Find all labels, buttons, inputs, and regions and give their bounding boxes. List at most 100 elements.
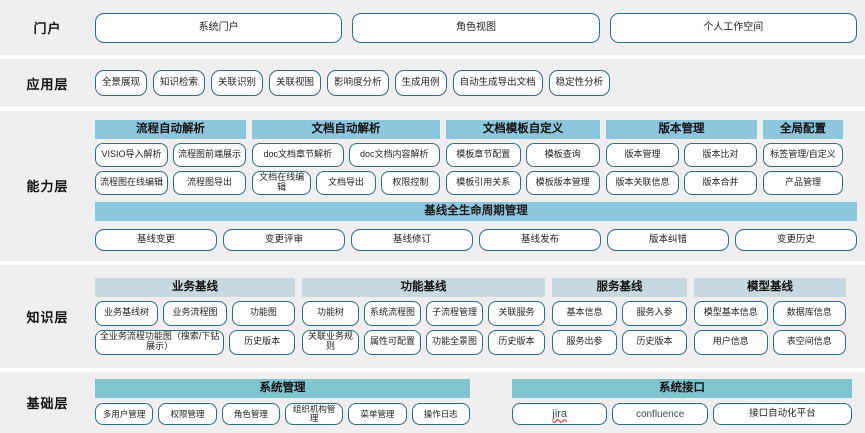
- foundation-row: 多用户管理 权限管理 角色管理 组织机构管理 菜单管理 操作日志: [95, 403, 470, 426]
- know-button-history-version-business[interactable]: 历史版本: [229, 329, 295, 355]
- lifecycle-button-group: 基线变更 变更评审 基线修订 基线发布 版本纠错 变更历史: [95, 229, 857, 252]
- application-button-group: 全景展现 知识检索 关联识别 关联视图 影响度分析 生成用例 自动生成导出文档 …: [95, 70, 865, 97]
- know-button-function-panorama[interactable]: 功能全景图: [426, 329, 483, 355]
- cap-button-flowchart-online-edit[interactable]: 流程图在线编辑: [95, 171, 168, 196]
- cap-button-tag-mgmt-custom[interactable]: 标签管理/自定义: [763, 143, 843, 168]
- know-button-related-business-rule[interactable]: 关联业务规则: [302, 329, 359, 355]
- cap-button-visio-import-parse[interactable]: VISIO导入解析: [95, 143, 168, 168]
- portal-button-personal-workspace[interactable]: 个人工作空间: [609, 12, 857, 43]
- know-button-basic-info[interactable]: 基本信息: [552, 300, 617, 326]
- know-button-business-flowchart[interactable]: 业务流程图: [163, 300, 227, 326]
- knowledge-row: 服务出参 历史版本: [552, 329, 687, 355]
- capability-group-title-global-config: 全局配置: [763, 120, 843, 140]
- portal-button-role-view[interactable]: 角色视图: [352, 12, 600, 43]
- foundation-group-list: 系统管理 多用户管理 权限管理 角色管理 组织机构管理 菜单管理 操作日志 系统…: [95, 379, 865, 426]
- base-button-confluence[interactable]: confluence: [612, 403, 708, 426]
- know-button-history-version-service[interactable]: 历史版本: [622, 329, 687, 355]
- app-button-relation-view[interactable]: 关联视图: [269, 70, 322, 97]
- cap-button-product-mgmt[interactable]: 产品管理: [763, 171, 843, 196]
- capability-group-title-doc-parsing: 文档自动解析: [252, 120, 440, 140]
- layer-label-capability: 能力层: [26, 179, 69, 195]
- portal-button-group: 系统门户 角色视图 个人工作空间: [95, 12, 865, 43]
- cap-button-doc-chapter-parse[interactable]: doc文档章节解析: [252, 143, 344, 168]
- know-button-system-flowchart[interactable]: 系统流程图: [364, 300, 421, 326]
- lifecycle-button-version-correction[interactable]: 版本纠错: [607, 229, 729, 252]
- know-button-business-baseline-tree[interactable]: 业务基线树: [95, 300, 159, 326]
- base-button-operation-log[interactable]: 操作日志: [411, 403, 470, 426]
- app-button-knowledge-search[interactable]: 知识检索: [153, 70, 206, 97]
- jira-label: jira: [552, 408, 568, 421]
- lifecycle-button-baseline-change[interactable]: 基线变更: [95, 229, 217, 252]
- cap-button-doc-online-edit[interactable]: 文档在线编辑: [252, 171, 312, 196]
- capability-group-global-config: 全局配置 标签管理/自定义 产品管理: [763, 120, 843, 196]
- cap-button-doc-export[interactable]: 文档导出: [316, 171, 376, 196]
- knowledge-row: 用户信息 表空间信息: [694, 329, 846, 355]
- base-button-permission-mgmt[interactable]: 权限管理: [158, 403, 217, 426]
- layer-row-application: 应用层 全景展现 知识检索 关联识别 关联视图 影响度分析 生成用例 自动生成导…: [0, 59, 865, 107]
- cap-button-template-version-mgmt[interactable]: 模板版本管理: [525, 171, 600, 196]
- cap-button-version-relation-info[interactable]: 版本关联信息: [606, 171, 679, 196]
- know-button-user-info[interactable]: 用户信息: [694, 329, 768, 355]
- layer-row-knowledge: 知识层 业务基线 业务基线树 业务流程图 功能图 全业务流程功能图（搜索/下钻展…: [0, 264, 865, 368]
- know-button-service-input-param[interactable]: 服务入参: [622, 300, 687, 326]
- app-button-impact-analysis[interactable]: 影响度分析: [327, 70, 389, 97]
- know-button-model-basic-info[interactable]: 模型基本信息: [694, 300, 768, 326]
- cap-button-template-query[interactable]: 模板查询: [525, 143, 600, 168]
- know-button-subprocess-mgmt[interactable]: 子流程管理: [426, 300, 483, 326]
- know-button-configurable-attribute[interactable]: 属性可配置: [364, 329, 421, 355]
- know-button-full-business-flow-function-map[interactable]: 全业务流程功能图（搜索/下钻展示）: [95, 329, 225, 355]
- know-button-function-tree[interactable]: 功能树: [302, 300, 359, 326]
- lifecycle-button-baseline-revision[interactable]: 基线修订: [351, 229, 473, 252]
- knowledge-row: 模型基本信息 数据库信息: [694, 300, 846, 326]
- knowledge-group-title-business-baseline: 业务基线: [95, 277, 295, 297]
- knowledge-group-title-model-baseline: 模型基线: [694, 277, 846, 297]
- cap-button-version-manage[interactable]: 版本管理: [606, 143, 679, 168]
- foundation-group-system-management: 系统管理 多用户管理 权限管理 角色管理 组织机构管理 菜单管理 操作日志: [95, 379, 470, 426]
- capability-group-flow-parsing: 流程自动解析 VISIO导入解析 流程图前端展示 流程图在线编辑 流程图导出: [95, 120, 246, 196]
- cap-button-template-chapter-config[interactable]: 模板章节配置: [446, 143, 521, 168]
- lifecycle-button-change-history[interactable]: 变更历史: [735, 229, 857, 252]
- know-button-history-version-function[interactable]: 历史版本: [488, 329, 545, 355]
- cap-button-template-reference[interactable]: 模板引用关系: [446, 171, 521, 196]
- app-button-generate-usecase[interactable]: 生成用例: [394, 70, 447, 97]
- capability-group-version-mgmt: 版本管理 版本管理 版本比对 版本关联信息 版本合并: [606, 120, 757, 196]
- app-button-stability-analysis[interactable]: 稳定性分析: [548, 70, 611, 97]
- cap-button-version-merge[interactable]: 版本合并: [684, 171, 757, 196]
- knowledge-group-business-baseline: 业务基线 业务基线树 业务流程图 功能图 全业务流程功能图（搜索/下钻展示） 历…: [95, 277, 295, 355]
- app-button-relation-recognition[interactable]: 关联识别: [211, 70, 264, 97]
- knowledge-group-title-function-baseline: 功能基线: [302, 277, 545, 297]
- capability-group-title-version-mgmt: 版本管理: [606, 120, 757, 140]
- knowledge-row: 基本信息 服务入参: [552, 300, 687, 326]
- cap-button-flowchart-export[interactable]: 流程图导出: [173, 171, 246, 196]
- base-button-org-structure-mgmt[interactable]: 组织机构管理: [284, 403, 344, 426]
- knowledge-row: 功能树 系统流程图 子流程管理 关联服务: [302, 300, 545, 326]
- base-button-menu-mgmt[interactable]: 菜单管理: [348, 403, 407, 426]
- know-button-tablespace-info[interactable]: 表空间信息: [772, 329, 846, 355]
- app-button-panorama[interactable]: 全景展现: [95, 70, 148, 97]
- app-button-auto-export-doc[interactable]: 自动生成导出文档: [452, 70, 543, 97]
- layer-label-knowledge: 知识层: [26, 309, 69, 325]
- cap-button-doc-content-parse[interactable]: doc文档内容解析: [348, 143, 440, 168]
- lifecycle-button-baseline-release[interactable]: 基线发布: [479, 229, 601, 252]
- base-button-multi-user-mgmt[interactable]: 多用户管理: [95, 403, 154, 426]
- base-button-role-mgmt[interactable]: 角色管理: [221, 403, 280, 426]
- base-button-jira[interactable]: jira: [512, 403, 608, 426]
- cap-button-version-compare[interactable]: 版本比对: [684, 143, 757, 168]
- know-button-service-output-param[interactable]: 服务出参: [552, 329, 617, 355]
- know-button-related-service[interactable]: 关联服务: [488, 300, 545, 326]
- cap-button-flowchart-frontend-display[interactable]: 流程图前端展示: [173, 143, 246, 168]
- portal-button-system-portal[interactable]: 系统门户: [95, 12, 343, 43]
- know-button-database-info[interactable]: 数据库信息: [772, 300, 846, 326]
- know-button-function-diagram[interactable]: 功能图: [231, 300, 295, 326]
- capability-group-doc-parsing: 文档自动解析 doc文档章节解析 doc文档内容解析 文档在线编辑 文档导出 权…: [252, 120, 440, 196]
- layer-row-capability: 能力层 流程自动解析 VISIO导入解析 流程图前端展示 流程图在线编辑 流程图…: [0, 110, 865, 261]
- knowledge-row: 全业务流程功能图（搜索/下钻展示） 历史版本: [95, 329, 295, 355]
- base-button-api-automation-platform[interactable]: 接口自动化平台: [712, 403, 852, 426]
- capability-group-doc-template: 文档模板自定义 模板章节配置 模板查询 模板引用关系 模板版本管理: [446, 120, 600, 196]
- capability-row: 标签管理/自定义: [763, 143, 843, 168]
- knowledge-row: 业务基线树 业务流程图 功能图: [95, 300, 295, 326]
- capability-row: 版本关联信息 版本合并: [606, 171, 757, 196]
- capability-row: VISIO导入解析 流程图前端展示: [95, 143, 246, 168]
- cap-button-permission-control[interactable]: 权限控制: [380, 171, 440, 196]
- lifecycle-button-change-review[interactable]: 变更评审: [223, 229, 345, 252]
